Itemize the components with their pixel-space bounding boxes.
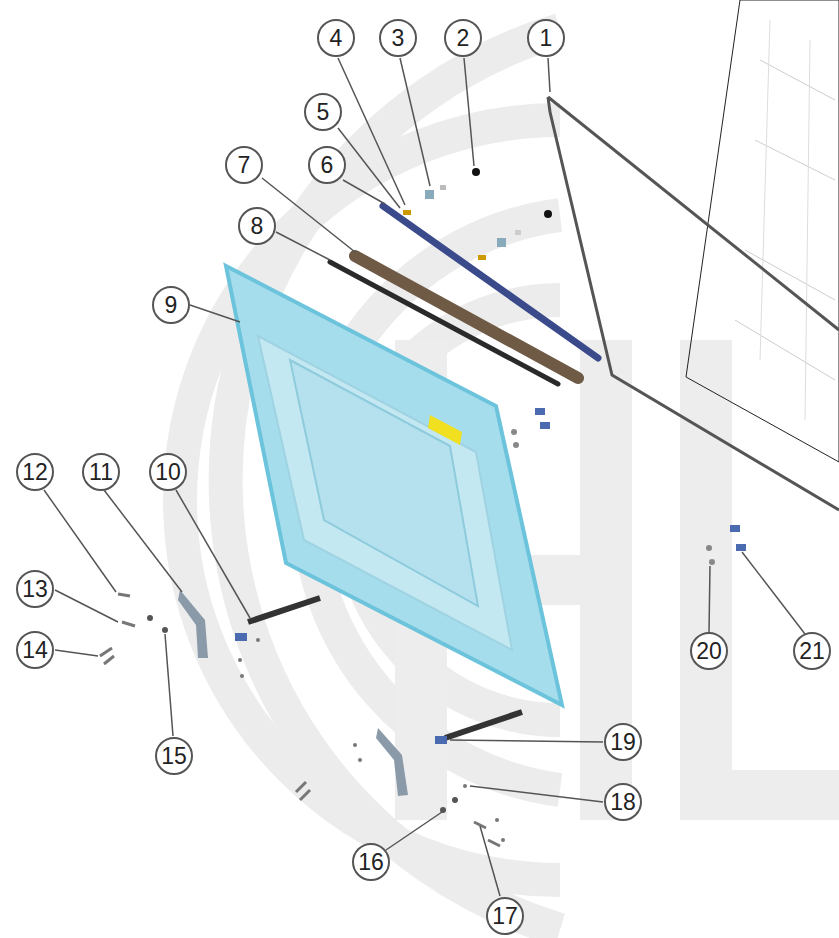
callout-number: 8 [238,207,276,245]
appliance-sketch [686,0,839,462]
leader-lines [44,58,805,896]
callout-number: 1 [527,19,565,57]
callout-number: 5 [304,93,342,131]
callout-number: 11 [82,453,120,491]
callout-number: 14 [16,631,54,669]
door-gasket [548,97,839,510]
callout-number: 16 [352,843,390,881]
callout-number: 15 [155,737,193,775]
callout-number: 17 [486,897,524,935]
callout-number: 2 [444,19,482,57]
small-parts [100,168,746,846]
callout-number: 20 [690,632,728,670]
callout-number: 6 [308,146,346,184]
callout-number: 13 [16,570,54,608]
door-panel [226,266,562,705]
callout-number: 7 [225,146,263,184]
callout-number: 4 [317,19,355,57]
callout-number: 9 [152,286,190,324]
callout-number: 10 [149,453,187,491]
callout-number: 21 [793,632,831,670]
callout-number: 3 [379,19,417,57]
callout-number: 19 [604,723,642,761]
callout-number: 18 [604,783,642,821]
callout-number: 12 [16,453,54,491]
